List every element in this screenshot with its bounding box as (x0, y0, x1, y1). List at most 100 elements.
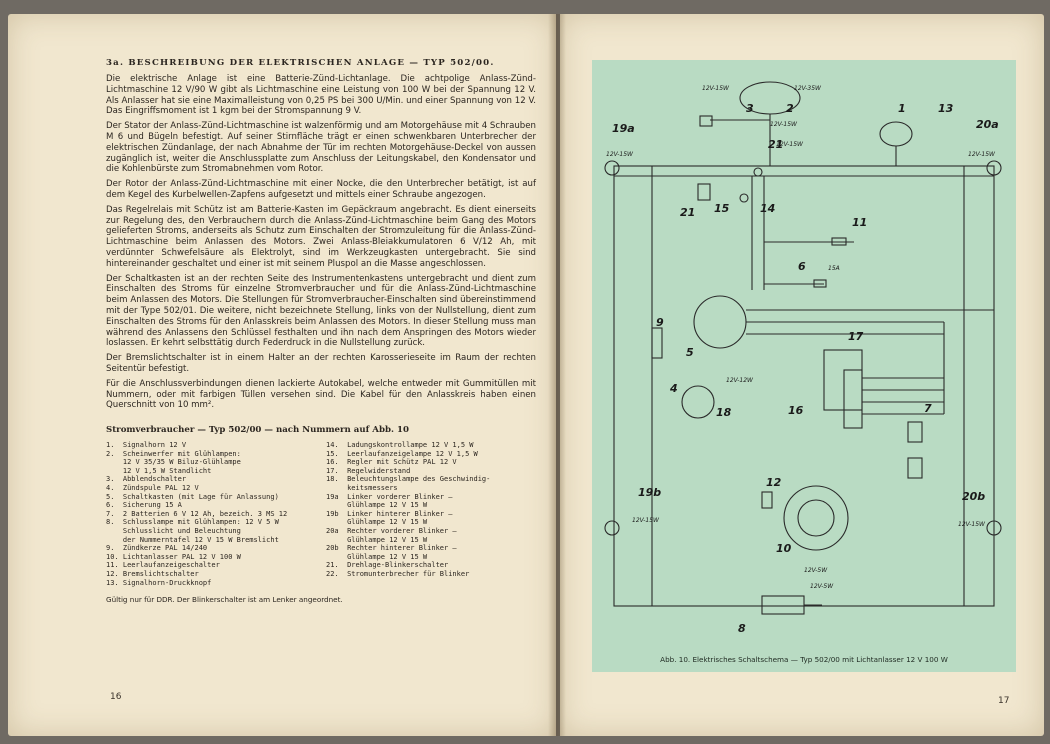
list-heading: Stromverbraucher — Typ 502/00 — nach Num… (106, 425, 409, 436)
rating-label: 12V-15W (606, 151, 634, 158)
list-item: der Nummerntafel 12 V 15 W Bremslicht (106, 535, 279, 544)
list-item: 14. Ladungskontrollampe 12 V 1,5 W (326, 441, 474, 450)
wiring-diagram: 3 2 1 13 19a 20a 21 21 15 14 11 6 9 5 17… (604, 81, 1002, 635)
brake-light-switch-icon (761, 491, 773, 509)
label-8: 8 (738, 622, 746, 635)
left-page (8, 14, 556, 736)
left-page-content: 3a. BESCHREIBUNG DER ELEKTRISCHEN ANLAGE… (106, 58, 536, 604)
blinker-rear-left-icon (604, 520, 620, 536)
rating-label: 12V-12W (726, 377, 754, 384)
parts-list: 1. Signalhorn 12 V 2. Scheinwerfer mit G… (106, 441, 536, 587)
label-20b: 20b (962, 490, 985, 503)
label-2: 2 (786, 102, 794, 115)
rating-label: 12V-15W (958, 521, 986, 528)
list-item: 5. Schaltkasten (mit Lage für Anlassung) (106, 492, 279, 501)
list-item: 12. Bremslichtschalter (106, 570, 199, 579)
list-item: 16. Regler mit Schütz PAL 12 V (326, 458, 457, 467)
rating-label: 12V-35W (794, 85, 822, 92)
label-5: 5 (686, 346, 694, 359)
regulator-terminals-icon (843, 369, 863, 429)
list-item: 15. Leerlaufanzeigelampe 12 V 1,5 W (326, 449, 478, 458)
list-item: 9. Zündkerze PAL 14/240 (106, 544, 208, 553)
dimmer-switch-icon (699, 115, 713, 127)
list-item: 12 V 1,5 W Standlicht (106, 466, 212, 475)
list-item: 7. 2 Batterien 6 V 12 Ah, bezeich. 3 MS … (106, 509, 288, 518)
paragraph: Das Regelrelais mit Schütz ist am Batter… (106, 204, 536, 269)
list-item: 4. Zündspule PAL 12 V (106, 484, 199, 493)
list-item: 2. Scheinwerfer mit Glühlampen: (106, 449, 241, 458)
label-16: 16 (788, 404, 804, 417)
label-4: 4 (669, 382, 678, 395)
label-21: 21 (680, 206, 695, 219)
paragraph: Der Rotor der Anlass-Zünd-Lichtmaschine … (106, 179, 536, 200)
section-heading: 3a. BESCHREIBUNG DER ELEKTRISCHEN ANLAGE… (106, 58, 495, 68)
parts-list-right-column: 14. Ladungskontrollampe 12 V 1,5 W 15. L… (326, 441, 536, 587)
fuse-icon (813, 279, 827, 288)
label-19a: 19a (612, 122, 635, 135)
wiring-diagram-figure: 3 2 1 13 19a 20a 21 21 15 14 11 6 9 5 17… (592, 60, 1016, 672)
list-item: Glühlampe 12 V 15 W (326, 501, 428, 510)
list-item: 13. Signalhorn-Druckknopf (106, 578, 212, 587)
list-item: keitsmessers (326, 484, 398, 493)
paragraph: Der Stator der Anlass-Zünd-Lichtmaschine… (106, 121, 536, 175)
ignition-switch-icon (693, 295, 747, 349)
horn-icon (879, 121, 913, 147)
label-3: 3 (746, 102, 754, 115)
book-gutter (548, 14, 566, 736)
rating-label: 12V-5W (810, 583, 834, 590)
label-9: 9 (656, 316, 664, 329)
label-15: 15 (714, 202, 730, 215)
label-11: 11 (852, 216, 867, 229)
list-item: 21. Drehlage-Blinkerschalter (326, 561, 449, 570)
lamp-icon (739, 193, 749, 203)
paragraph: Der Schaltkasten ist an der rechten Seit… (106, 273, 536, 349)
list-item: 22. Stromunterbrecher für Blinker (326, 570, 470, 579)
label-1: 1 (898, 102, 906, 115)
list-item: 17. Regelwiderstand (326, 466, 411, 475)
list-item: 20b Rechter hinterer Blinker — (326, 544, 457, 553)
parts-list-left-column: 1. Signalhorn 12 V 2. Scheinwerfer mit G… (106, 441, 316, 587)
list-item: 8. Schlusslampe mit Glühlampen: 12 V 5 W (106, 518, 279, 527)
label-19b: 19b (638, 486, 661, 499)
label-7: 7 (924, 402, 932, 415)
rating-label: 12V-15W (968, 151, 996, 158)
blinker-switch-icon (697, 183, 711, 201)
list-item: 6. Sicherung 15 A (106, 501, 182, 510)
label-6: 6 (798, 260, 806, 273)
paragraph: Der Bremslichtschalter ist in einem Halt… (106, 353, 536, 374)
blinker-front-right-icon (986, 160, 1002, 176)
rating-label: 12V-15W (776, 141, 804, 148)
tail-lamp-icon (761, 595, 805, 615)
list-item: 20a Rechter vorderer Blinker — (326, 527, 457, 536)
lamp-icon (753, 167, 763, 177)
list-item: 1. Signalhorn 12 V (106, 441, 187, 450)
page-number-left: 16 (110, 692, 122, 702)
dynastarter-rotor-icon (797, 499, 835, 537)
list-item: Glühlampe 12 V 15 W (326, 535, 428, 544)
list-item: 12 V 35/35 W Biluz-Glühlampe (106, 458, 241, 467)
rating-label: 12V-5W (804, 567, 828, 574)
list-item: 19b Linker hinterer Blinker — (326, 509, 453, 518)
label-17: 17 (848, 330, 864, 343)
blinker-front-left-icon (604, 160, 620, 176)
neutral-switch-icon (831, 237, 847, 246)
list-item: Glühlampe 12 V 15 W (326, 552, 428, 561)
label-14: 14 (760, 202, 775, 215)
footnote: Gültig nur für DDR. Der Blinkerschalter … (106, 595, 343, 605)
list-item: 3. Abblendschalter (106, 475, 187, 484)
figure-caption: Abb. 10. Elektrisches Schaltschema — Typ… (660, 655, 948, 664)
page-number-right: 17 (998, 696, 1010, 706)
list-item: Schlusslicht und Beleuchtung (106, 527, 241, 536)
regulator-icon (823, 349, 863, 411)
dynastarter-icon (783, 485, 849, 551)
label-18: 18 (716, 406, 732, 419)
label-21-top: 21 (768, 138, 783, 151)
paragraph: Die elektrische Anlage ist eine Batterie… (106, 74, 536, 117)
label-10: 10 (776, 542, 792, 555)
battery-icon (907, 421, 923, 443)
label-20a: 20a (976, 118, 999, 131)
rating-label: 12V-15W (632, 517, 660, 524)
rating-label: 12V-15W (702, 85, 730, 92)
list-item: 10. Lichtanlasser PAL 12 V 100 W (106, 552, 241, 561)
